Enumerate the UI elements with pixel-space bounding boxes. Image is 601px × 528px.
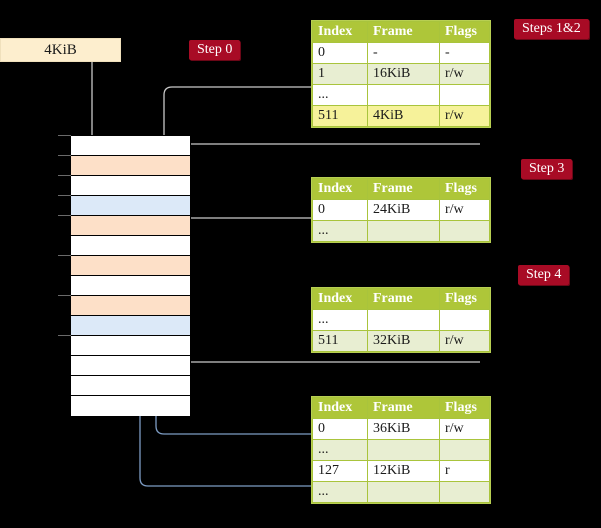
table-cell: ... xyxy=(312,439,368,461)
table-cell: 36KiB xyxy=(367,418,440,440)
table-cell xyxy=(367,309,440,331)
memory-tick xyxy=(58,175,71,176)
table-row: ... xyxy=(312,220,490,242)
table-cell: r/w xyxy=(439,330,490,352)
column-header-flags: Flags xyxy=(439,288,490,310)
table-row: ... xyxy=(312,84,490,106)
memory-frame-row xyxy=(71,196,190,216)
memory-frame-row xyxy=(71,296,190,316)
table-cell: 0 xyxy=(312,42,368,64)
table-cell xyxy=(439,439,490,461)
memory-tick xyxy=(58,295,71,296)
physical-memory-column xyxy=(70,135,191,416)
table-cell xyxy=(367,84,440,106)
table-cell: r/w xyxy=(439,63,490,85)
column-header-flags: Flags xyxy=(439,21,490,43)
table-cell: 24KiB xyxy=(367,199,440,221)
memory-tick xyxy=(58,255,71,256)
table-cell: - xyxy=(439,42,490,64)
table-cell: 12KiB xyxy=(367,460,440,482)
table-row: ... xyxy=(312,309,490,331)
table-cell xyxy=(439,84,490,106)
table-cell: 0 xyxy=(312,199,368,221)
table-row: 0-- xyxy=(312,42,490,64)
memory-frame-row xyxy=(71,176,190,196)
source-frame-box: 4KiB xyxy=(0,38,121,62)
memory-frame-row xyxy=(71,256,190,276)
column-header-index: Index xyxy=(312,178,368,200)
memory-frame-row xyxy=(71,356,190,376)
memory-frame-row xyxy=(71,316,190,336)
memory-tick xyxy=(58,195,71,196)
table-cell: 1 xyxy=(312,63,368,85)
step-tag: Step 3 xyxy=(521,159,573,179)
table-cell xyxy=(439,309,490,331)
table-cell: 4KiB xyxy=(367,105,440,127)
table-cell: ... xyxy=(312,309,368,331)
memory-frame-row xyxy=(71,276,190,296)
column-header-frame: Frame xyxy=(367,21,440,43)
memory-frame-row xyxy=(71,216,190,236)
memory-frame-row xyxy=(71,236,190,256)
column-header-index: Index xyxy=(312,397,368,419)
table-cell: 0 xyxy=(312,418,368,440)
source-frame-label: 4KiB xyxy=(44,41,77,58)
table-cell xyxy=(367,439,440,461)
table-cell: 127 xyxy=(312,460,368,482)
table-cell: ... xyxy=(312,481,368,503)
memory-frame-row xyxy=(71,376,190,396)
table-cell xyxy=(439,220,490,242)
memory-frame-row xyxy=(71,396,190,416)
memory-tick xyxy=(58,215,71,216)
table-cell: 511 xyxy=(312,105,368,127)
memory-tick xyxy=(58,335,71,336)
step-tag: Step 4 xyxy=(518,265,570,285)
table-cell xyxy=(439,481,490,503)
table-row: ... xyxy=(312,439,490,461)
step-tag: Steps 1&2 xyxy=(514,19,589,39)
table-row: ... xyxy=(312,481,490,503)
table-cell: 32KiB xyxy=(367,330,440,352)
column-header-index: Index xyxy=(312,21,368,43)
table-cell: r/w xyxy=(439,199,490,221)
table-cell xyxy=(367,481,440,503)
table-cell: r/w xyxy=(439,105,490,127)
table-cell: 511 xyxy=(312,330,368,352)
table-cell: ... xyxy=(312,84,368,106)
column-header-frame: Frame xyxy=(367,178,440,200)
table-cell: ... xyxy=(312,220,368,242)
column-header-flags: Flags xyxy=(439,397,490,419)
memory-tick xyxy=(58,135,71,136)
memory-frame-row xyxy=(71,336,190,356)
memory-frame-row xyxy=(71,136,190,156)
table-cell xyxy=(367,220,440,242)
memory-frame-row xyxy=(71,156,190,176)
table-cell: r/w xyxy=(439,418,490,440)
column-header-index: Index xyxy=(312,288,368,310)
column-header-flags: Flags xyxy=(439,178,490,200)
step-tag: Step 0 xyxy=(189,40,241,60)
column-header-frame: Frame xyxy=(367,288,440,310)
column-header-frame: Frame xyxy=(367,397,440,419)
table-cell: 16KiB xyxy=(367,63,440,85)
table-cell: - xyxy=(367,42,440,64)
table-cell: r xyxy=(439,460,490,482)
memory-tick xyxy=(58,155,71,156)
